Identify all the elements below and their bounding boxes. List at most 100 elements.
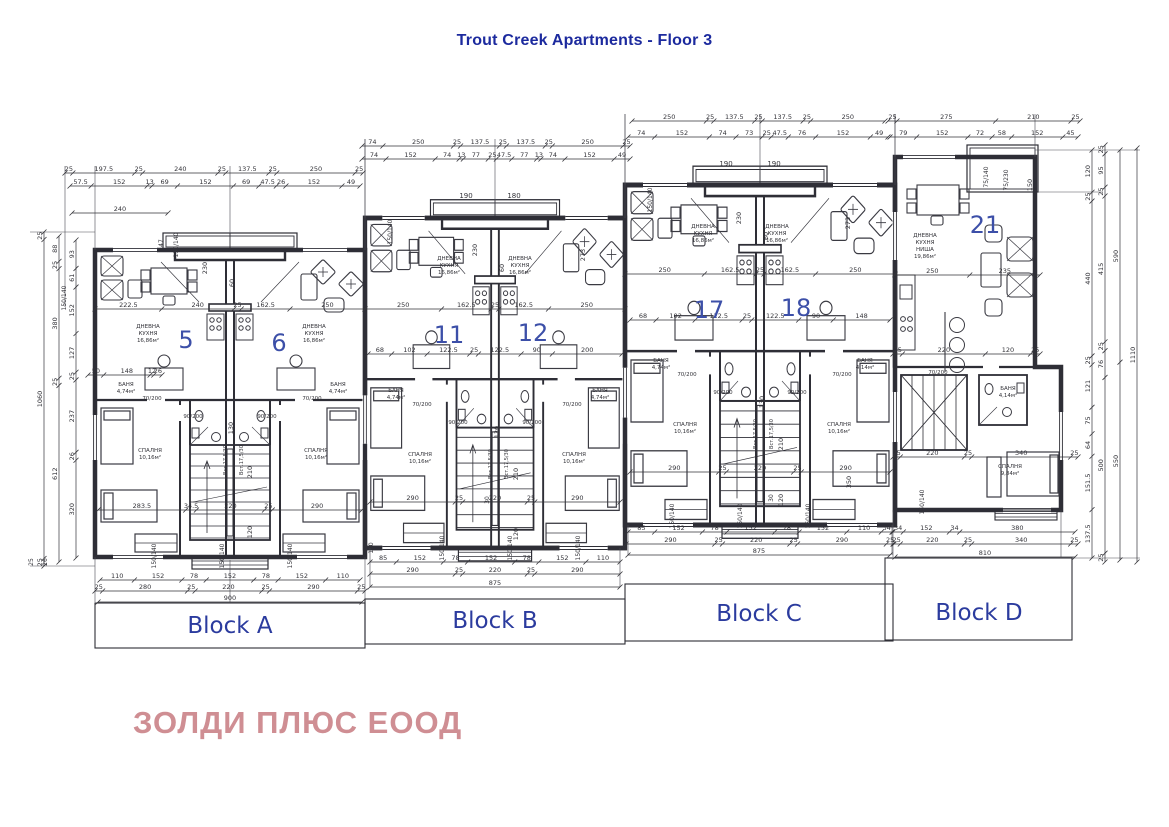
block-label: Block D [935,600,1022,626]
annotation-label: 273 [579,249,587,261]
dimension-label: 12 [148,367,156,375]
dimension-label: 47.5 [260,178,274,186]
dimension-label: 152 [113,178,125,186]
annotation-label: 150/140 [919,489,926,514]
block-d-plan [892,145,1063,520]
room-label: СПАЛНЯ [138,448,162,454]
dimension-label: 25 [964,449,972,457]
dimension-label: 122.5 [766,312,785,320]
room-label: КУХНЯ [916,240,935,246]
annotation-label: 70/200 [142,396,162,402]
dimension-label: 148 [855,312,867,320]
dimension-label: 102 [403,346,415,354]
dimension-label: 340 [1015,536,1027,544]
dimension-label: 1060 [36,391,44,408]
dimension-label: 25 [545,138,553,146]
dimension-label: 237 [68,410,76,422]
annotation-label: 25 [28,558,35,566]
dimension-label: 25 [36,232,44,240]
dimension-label: 122.5 [439,346,458,354]
dimension-label: 25 [1070,449,1078,457]
apartment-number: 5 [178,326,193,354]
dimension-label: 220 [489,566,501,574]
dimension-label: 68 [376,346,384,354]
annotation-label: 190 [767,160,780,168]
dimension-label: 25 [51,378,59,386]
dimension-label: 13 [145,178,153,186]
room-label: БАНЯ [592,388,608,394]
dimension-label: 152 [817,524,829,532]
dimension-label: 220 [754,464,766,472]
page-title: Trout Creek Apartments - Floor 3 [456,32,713,49]
room-label: КУХНЯ [305,331,324,337]
room-label: 10,16м² [563,458,585,465]
dimension-label: 500 [1097,459,1105,471]
room-label: 4,74м² [652,364,671,371]
annotation-label: 230 [201,262,209,274]
dimension-label: 76 [1097,360,1105,368]
dimension-label: 72 [976,129,984,137]
annotation-label: 150/140 [219,543,226,568]
dimension-label: 58 [998,129,1006,137]
dimension-label: 121 [1084,380,1092,392]
dimension-label: 137.5 [471,138,490,146]
dimension-label: 120 [1084,165,1092,177]
dimension-label: 25 [455,566,463,574]
dimension-label: 25 [488,151,496,159]
annotation-label: 150/140 [151,543,158,568]
dimension-label: 290 [664,536,676,544]
dimension-label: 78 [262,572,270,580]
annotation-label: 180 [507,192,520,200]
stair-label: Вст.17,5/30 [769,419,775,449]
stair-label: Вст.17,5/30 [753,419,759,449]
room-label: ДНЕВНА [136,324,160,330]
room-label: 10,16м² [139,454,161,461]
room-label: СПАЛНЯ [998,464,1022,470]
dimension-label: 222.5 [119,301,138,309]
dimension-label: 25 [470,346,478,354]
dimension-label: 220 [489,494,501,502]
dimension-label: 283.5 [133,502,152,510]
room-label: 10,16м² [305,454,327,461]
dimension-label: 240 [192,301,204,309]
room-label: БАНЯ [118,382,134,388]
annotation-label: 26 [42,558,49,566]
room-label: 19,86м² [914,253,936,260]
dimension-label: 74 [370,151,378,159]
dimension-label: 110 [111,572,123,580]
apartment-number: 17 [694,296,725,324]
dimension-row: 900 [95,594,365,605]
dimension-label: 50 [92,367,100,375]
room-label: 16,86м² [766,237,788,244]
dimension-label: 64 [1084,441,1092,449]
room-label: БАНЯ [857,358,873,364]
annotation-label: 90/200 [713,390,733,396]
dimension-label: 220 [224,502,236,510]
dimension-label: 380 [1011,524,1023,532]
room-label: 4,74м² [387,394,406,401]
annotation-label: 150/140 [737,503,744,528]
dimension-label: 102 [669,312,681,320]
dimension-label: 25 [718,464,726,472]
dimension-label: 25 [1097,187,1105,195]
dimension-label: 25 [893,536,901,544]
dimension-label: 137.5 [238,165,257,173]
dimension-label: 25 [1070,536,1078,544]
dimension-label: 152 [676,129,688,137]
annotation-label: 70/200 [832,372,852,378]
dimension-label: 85 [379,554,387,562]
dimension-label: 57.5 [73,178,87,186]
annotation-label: 75/140 [983,166,990,187]
dimension-label: 250 [310,165,322,173]
room-label: 4,74м² [329,388,348,395]
dimension-label: 290 [311,502,323,510]
dimension-label: 152 [556,554,568,562]
